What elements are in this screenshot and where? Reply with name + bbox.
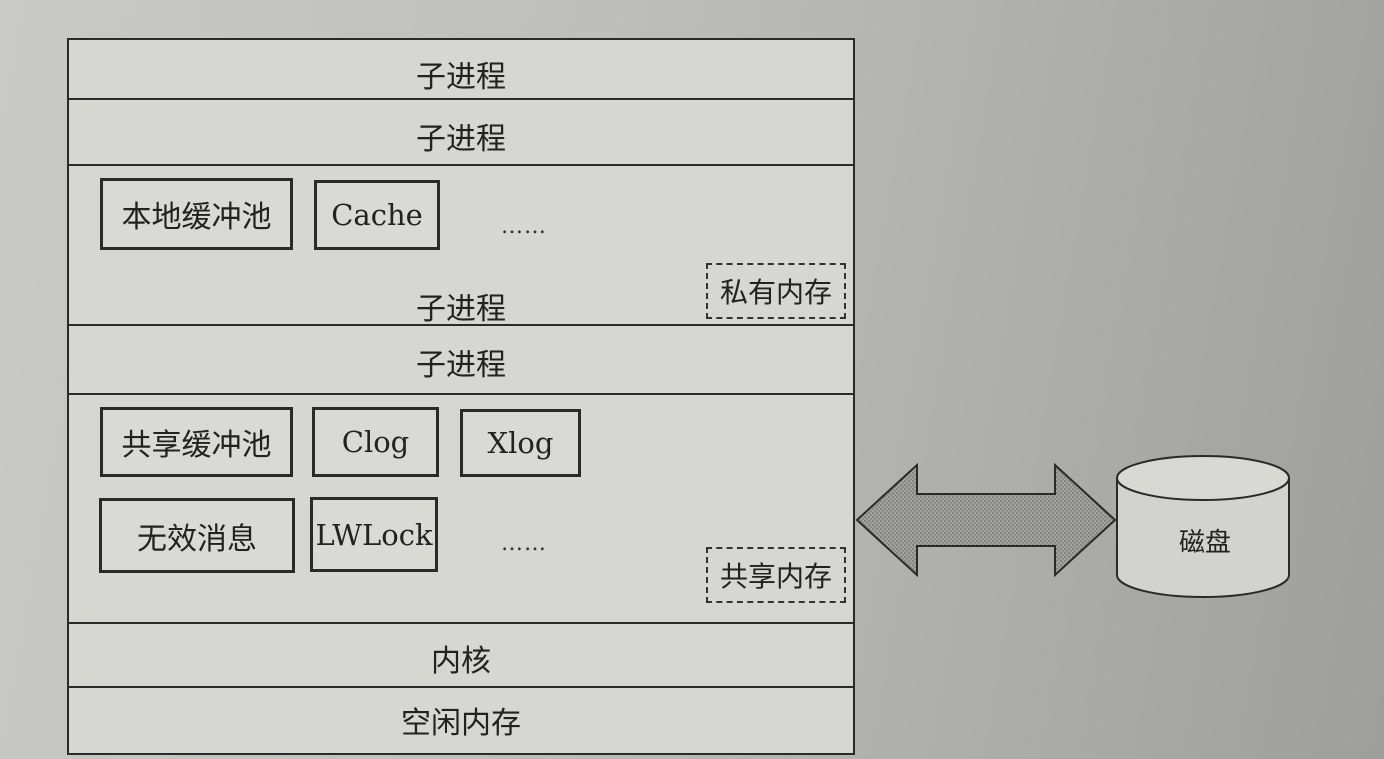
shared-memory-tag: 共享内存	[706, 547, 846, 603]
stack-row-free-memory: 空闲内存	[69, 688, 853, 757]
row-label: 子进程	[416, 122, 506, 157]
double-arrow	[855, 462, 1117, 578]
memory-stack: 子进程 子进程 本地缓冲池 Cache …… 子进程 私有内存 子进程 共享缓冲…	[67, 38, 855, 755]
local-buffer-pool-box: 本地缓冲池	[100, 178, 293, 250]
stack-row-child-process-1: 子进程	[69, 40, 853, 100]
stack-row-kernel: 内核	[69, 624, 853, 688]
shared-buffer-pool-box: 共享缓冲池	[100, 407, 293, 477]
private-memory-tag: 私有内存	[706, 263, 846, 319]
stack-row-private-memory: 本地缓冲池 Cache …… 子进程 私有内存	[69, 166, 853, 327]
stack-row-shared-memory: 共享缓冲池 Clog Xlog 无效消息 LWLock …… 共享内存	[69, 395, 853, 624]
clog-box: Clog	[312, 407, 439, 477]
row-label: 子进程	[416, 292, 506, 327]
invalid-message-box: 无效消息	[99, 498, 295, 573]
row-label: 子进程	[416, 348, 506, 383]
disk-cylinder	[1116, 455, 1290, 598]
cache-box: Cache	[314, 180, 440, 250]
xlog-box: Xlog	[460, 409, 581, 477]
ellipsis: ……	[501, 531, 547, 556]
row-label: 内核	[431, 644, 491, 679]
disk-label: 磁盘	[1178, 528, 1231, 558]
stack-row-child-process-2: 子进程	[69, 100, 853, 166]
row-label: 空闲内存	[401, 706, 521, 741]
row-label: 子进程	[416, 60, 506, 95]
stack-row-child-process-4: 子进程	[69, 326, 853, 395]
ellipsis: ……	[501, 214, 547, 239]
lwlock-box: LWLock	[310, 497, 438, 572]
